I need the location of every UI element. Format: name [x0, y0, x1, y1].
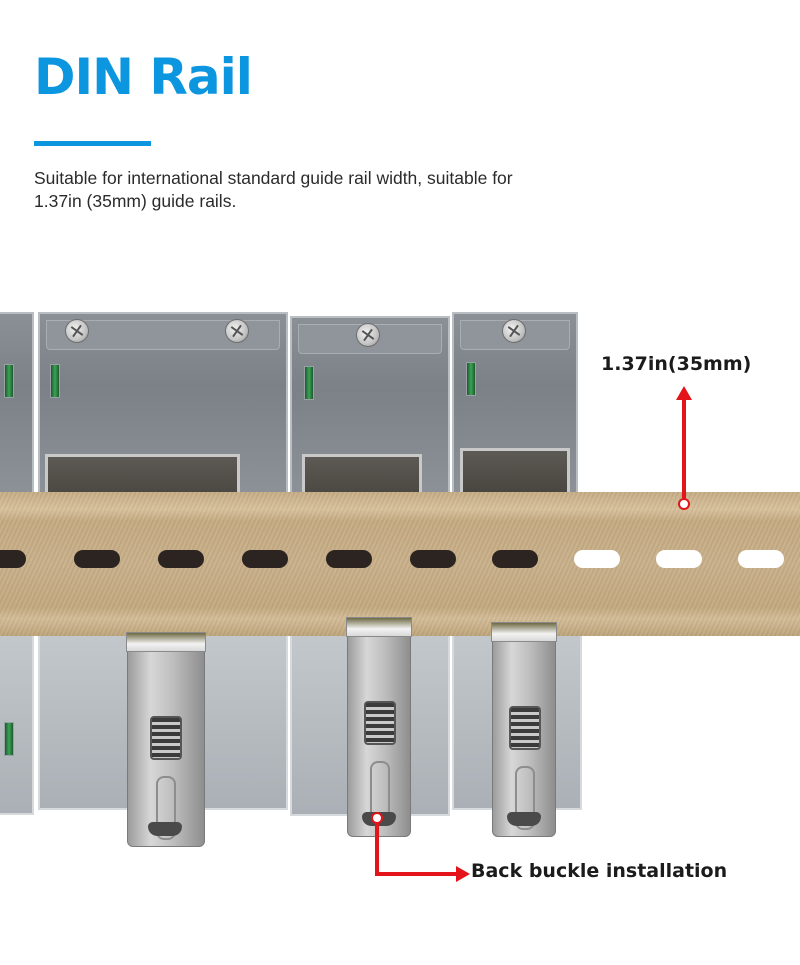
latch-slot	[515, 766, 535, 830]
rail-slot	[492, 550, 538, 568]
spring-icon	[509, 706, 541, 750]
rail-clip	[460, 448, 570, 494]
back-buckle-arrow-vertical	[375, 822, 379, 876]
rail-slot	[326, 550, 372, 568]
led-indicator-icon	[4, 722, 14, 756]
rail-slot	[574, 550, 620, 568]
latch-cap	[346, 617, 412, 637]
arrow-up-icon	[676, 386, 692, 400]
screw-icon	[502, 319, 526, 343]
description-line-1: Suitable for international standard guid…	[34, 168, 513, 188]
module-3	[452, 312, 578, 497]
latch-cap	[491, 622, 557, 642]
rail-slot	[158, 550, 204, 568]
back-buckle-arrow-horizontal	[375, 872, 459, 876]
rail-slot	[0, 550, 26, 568]
rail-slot	[738, 550, 784, 568]
keyhole-icon	[148, 822, 182, 836]
screw-icon	[225, 319, 249, 343]
description: Suitable for international standard guid…	[34, 167, 634, 213]
led-indicator-icon	[4, 364, 14, 398]
spring-icon	[150, 716, 182, 760]
spring-icon	[364, 701, 396, 745]
module-2	[290, 316, 450, 500]
latch-slot	[156, 776, 176, 840]
description-line-2: 1.37in (35mm) guide rails.	[34, 191, 237, 211]
led-indicator-icon	[466, 362, 476, 396]
rail-width-arrow-line	[682, 398, 686, 500]
led-indicator-icon	[50, 364, 60, 398]
screw-icon	[65, 319, 89, 343]
led-indicator-icon	[304, 366, 314, 400]
page-title: DIN Rail	[34, 48, 253, 106]
product-photo	[0, 300, 800, 860]
screw-icon	[356, 323, 380, 347]
title-underline	[34, 141, 151, 146]
spring-latch	[126, 632, 206, 847]
annotation-dot-icon	[678, 498, 690, 510]
rail-width-label: 1.37in(35mm)	[601, 353, 752, 375]
arrow-right-icon	[456, 866, 470, 882]
spring-latch	[346, 617, 412, 837]
module-1	[38, 312, 288, 500]
rail-slot	[74, 550, 120, 568]
rail-slot	[242, 550, 288, 568]
module-partial-left-lower	[0, 630, 34, 815]
module-partial-left	[0, 312, 34, 497]
spring-latch	[491, 622, 557, 837]
keyhole-icon	[507, 812, 541, 826]
rail-slot	[410, 550, 456, 568]
back-buckle-label: Back buckle installation	[471, 860, 728, 882]
rail-slot	[656, 550, 702, 568]
latch-cap	[126, 632, 206, 652]
